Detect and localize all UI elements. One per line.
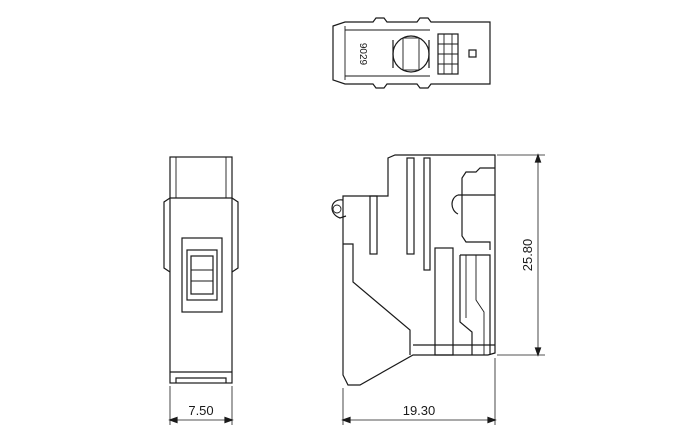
width-side-label: 7.50 — [188, 403, 213, 418]
part-marking: 9029 — [357, 43, 368, 66]
contact-bar-3 — [423, 157, 431, 271]
width-front-label: 19.30 — [403, 403, 436, 418]
contact-bar-1 — [369, 195, 378, 255]
side-view: 7.50 — [163, 156, 239, 425]
contact-bar-2 — [406, 157, 415, 255]
indicator-square — [468, 49, 477, 58]
height-front-label: 25.80 — [520, 239, 535, 272]
front-view: 19.30 25.80 — [331, 153, 545, 425]
screw-head — [392, 35, 430, 73]
clamp-body — [434, 247, 454, 356]
screw-slot — [402, 37, 420, 71]
top-view: 9029 — [332, 17, 491, 89]
side-terminal-window — [181, 237, 223, 313]
